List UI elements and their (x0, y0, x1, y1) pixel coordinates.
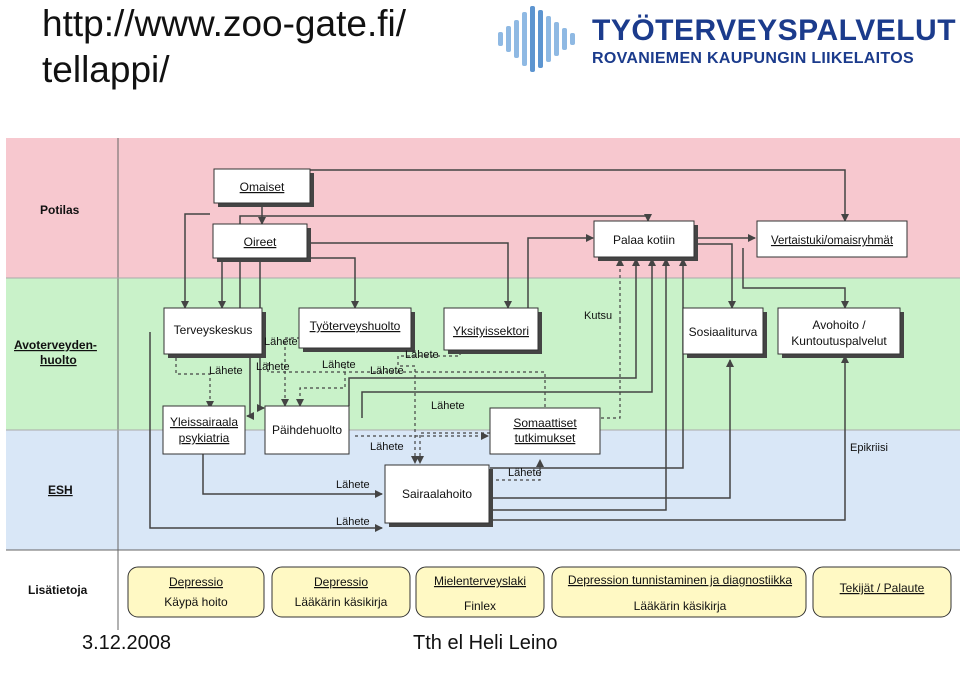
label-lahete-9: Lähete (508, 467, 542, 479)
node-tyoterveyshuolto: Työterveyshuolto (298, 307, 415, 352)
resource-mielenterveyslaki[interactable]: Mielenterveyslaki Finlex (415, 566, 545, 618)
label-lahete-3: Lähete (256, 361, 290, 373)
resource-1-line-2: Käypä hoito (164, 595, 228, 609)
resource-tekijat-palaute[interactable]: Tekijät / Palaute (812, 566, 952, 618)
resource-2-line-1: Depressio (314, 575, 368, 589)
node-avohoito-label-2: Kuntoutuspalvelut (791, 334, 887, 348)
url-line-1: http://www.zoo-gate.fi/ (42, 3, 407, 44)
resource-4-line-2: Lääkärin käsikirja (634, 599, 727, 613)
label-lahete-5: Lähete (370, 365, 404, 377)
label-lahete-11: Lähete (336, 516, 370, 528)
label-lahete-1: Lähete (264, 336, 298, 348)
label-lahete-8: Lähete (370, 441, 404, 453)
node-avohoito: Avohoito / Kuntoutuspalvelut (777, 307, 904, 358)
label-epikriisi: Epikriisi (850, 442, 888, 454)
band-label-lisatietoja: Lisätietoja (28, 583, 88, 597)
resource-1-line-1: Depressio (169, 575, 223, 589)
label-lahete-4: Lähete (322, 359, 356, 371)
node-somaat-label-1: Somaattiset (513, 416, 577, 430)
node-vertaistuki: Vertaistuki/omaisryhmät (756, 220, 908, 258)
footer-date: 3.12.2008 (82, 632, 171, 654)
label-lahete-10: Lähete (336, 479, 370, 491)
node-omaiset-label: Omaiset (240, 180, 285, 194)
node-terveyskeskus-label: Terveyskeskus (174, 323, 253, 337)
sound-wave-logo-icon (498, 6, 575, 72)
node-terveyskeskus: Terveyskeskus (163, 307, 266, 358)
node-sairaala-label: Sairaalahoito (402, 487, 472, 501)
node-somaat-label-2: tutkimukset (515, 431, 576, 445)
resource-3-line-1: Mielenterveyslaki (434, 574, 526, 588)
logo-title: TYÖTERVEYSPALVELUT (592, 14, 957, 47)
label-lahete-7: Lähete (431, 400, 465, 412)
band-label-esh: ESH (48, 483, 73, 497)
band-label-avo-2: huolto (40, 353, 77, 367)
node-vertaistuki-label: Vertaistuki/omaisryhmät (771, 235, 894, 247)
node-tyoterveys-label: Työterveyshuolto (310, 319, 401, 333)
band-label-potilas: Potilas (40, 203, 80, 217)
node-paihde-label: Päihdehuolto (272, 423, 342, 437)
resource-3-line-2: Finlex (464, 599, 496, 613)
node-sosiaaliturva: Sosiaaliturva (682, 307, 767, 358)
label-lahete-6: Lähete (405, 349, 439, 361)
node-yleissairaala: Yleissairaala psykiatria (162, 405, 246, 455)
care-pathway-diagram: Potilas Avoterveyden- huolto ESH Lisätie… (0, 130, 960, 630)
node-oireet-label: Oireet (244, 235, 277, 249)
resource-depressio-laakarin-kasikirja[interactable]: Depressio Lääkärin käsikirja (271, 566, 411, 618)
resource-4-line-1: Depression tunnistaminen ja diagnostiikk… (568, 573, 792, 587)
node-yleis-label-1: Yleissairaala (170, 415, 238, 429)
node-oireet: Oireet (212, 223, 311, 262)
label-kutsu: Kutsu (584, 310, 612, 322)
url-line-2: tellappi/ (42, 49, 170, 90)
node-yksityis-label: Yksityissektori (453, 324, 529, 338)
node-palaa-label: Palaa kotiin (613, 233, 675, 247)
node-yksityissektori: Yksityissektori (443, 307, 542, 354)
resource-depressio-kaypa-hoito[interactable]: Depressio Käypä hoito (127, 566, 265, 618)
node-sairaalahoito: Sairaalahoito (384, 464, 493, 527)
node-palaa-kotiin: Palaa kotiin (593, 220, 698, 261)
band-label-avo-1: Avoterveyden- (14, 338, 97, 352)
footer-author: Tth el Heli Leino (413, 632, 558, 654)
node-somaattiset: Somaattiset tutkimukset (489, 407, 601, 455)
logo-subtitle: ROVANIEMEN KAUPUNGIN LIIKELAITOS (592, 50, 914, 67)
resource-depression-tunnistaminen[interactable]: Depression tunnistaminen ja diagnostiikk… (551, 566, 807, 618)
node-sosiaali-label: Sosiaaliturva (689, 325, 758, 339)
node-paihdehuolto: Päihdehuolto (264, 405, 350, 455)
node-avohoito-label-1: Avohoito / (812, 318, 866, 332)
resource-2-line-2: Lääkärin käsikirja (295, 595, 388, 609)
node-omaiset: Omaiset (213, 168, 314, 207)
label-lahete-2: Lähete (209, 365, 243, 377)
resource-5-line-1: Tekijät / Palaute (840, 581, 925, 595)
node-yleis-label-2: psykiatria (179, 431, 230, 445)
